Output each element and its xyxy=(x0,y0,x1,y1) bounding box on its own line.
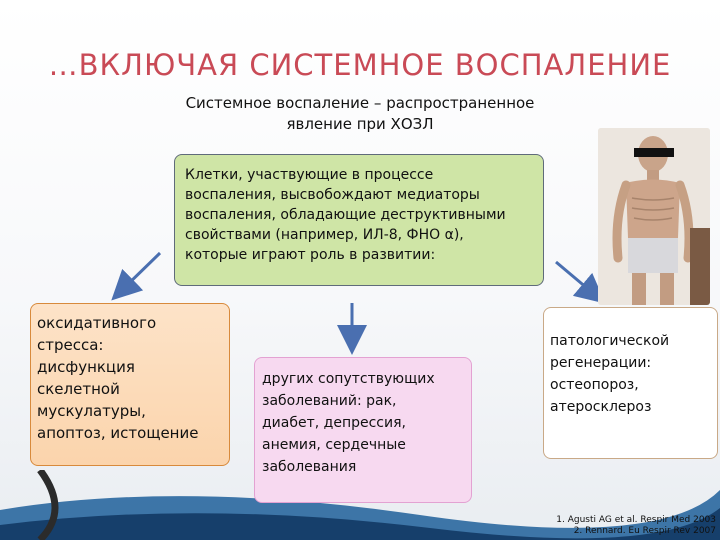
box-line: регенерации: xyxy=(550,355,652,371)
reference-line: 1. Agusti AG et al. Respir Med 2003 xyxy=(556,515,716,525)
subtitle-line: Системное воспаление – распространенное xyxy=(185,94,535,112)
oxidative-stress-box: оксидативного стресса: дисфункция скелет… xyxy=(30,303,230,466)
slide-subtitle: Системное воспаление – распространенное … xyxy=(150,93,570,135)
box-line: воспаления, высвобождают медиаторы xyxy=(185,187,480,203)
box-line: Клетки, участвующие в процессе xyxy=(185,167,434,183)
reference-line: 2. Rennard. Eu Respir Rev 2007 xyxy=(573,526,716,536)
patient-figure-icon xyxy=(598,128,710,305)
box-line: заболевания xyxy=(262,459,357,475)
arrow-left xyxy=(111,251,162,301)
subtitle-line: явление при ХОЗЛ xyxy=(286,115,434,133)
box-line: остеопороз, xyxy=(550,377,639,393)
box-line: свойствами (например, ИЛ-8, ФНО α), xyxy=(185,227,464,243)
box-line: апоптоз, истощение xyxy=(37,424,199,442)
references: 1. Agusti AG et al. Respir Med 2003 2. R… xyxy=(556,515,716,537)
box-line: заболеваний: рак, xyxy=(262,393,397,409)
box-line: анемия, сердечные xyxy=(262,437,406,453)
box-line: других сопутствующих xyxy=(262,371,435,387)
regeneration-box: патологической регенерации: остеопороз, … xyxy=(543,307,718,459)
box-line: атеросклероз xyxy=(550,399,652,415)
patient-photo xyxy=(598,128,710,305)
stethoscope-swoosh-graphic xyxy=(0,470,720,540)
box-line: воспаления, обладающие деструктивными xyxy=(185,207,506,223)
box-line: оксидативного xyxy=(37,314,157,332)
box-line: скелетной xyxy=(37,380,120,398)
box-line: патологической xyxy=(550,333,670,349)
mediators-box: Клетки, участвующие в процессе воспалени… xyxy=(174,154,544,286)
box-line: стресса: xyxy=(37,336,104,354)
box-line: которые играют роль в развитии: xyxy=(185,247,436,263)
comorbidities-box: других сопутствующих заболеваний: рак, д… xyxy=(254,357,472,503)
arrow-right xyxy=(555,260,606,304)
slide-title: …ВКЛЮЧАЯ СИСТЕМНОЕ ВОСПАЛЕНИЕ xyxy=(48,48,672,82)
box-line: дисфункция xyxy=(37,358,135,376)
box-line: мускулатуры, xyxy=(37,402,146,420)
box-line: диабет, депрессия, xyxy=(262,415,406,431)
